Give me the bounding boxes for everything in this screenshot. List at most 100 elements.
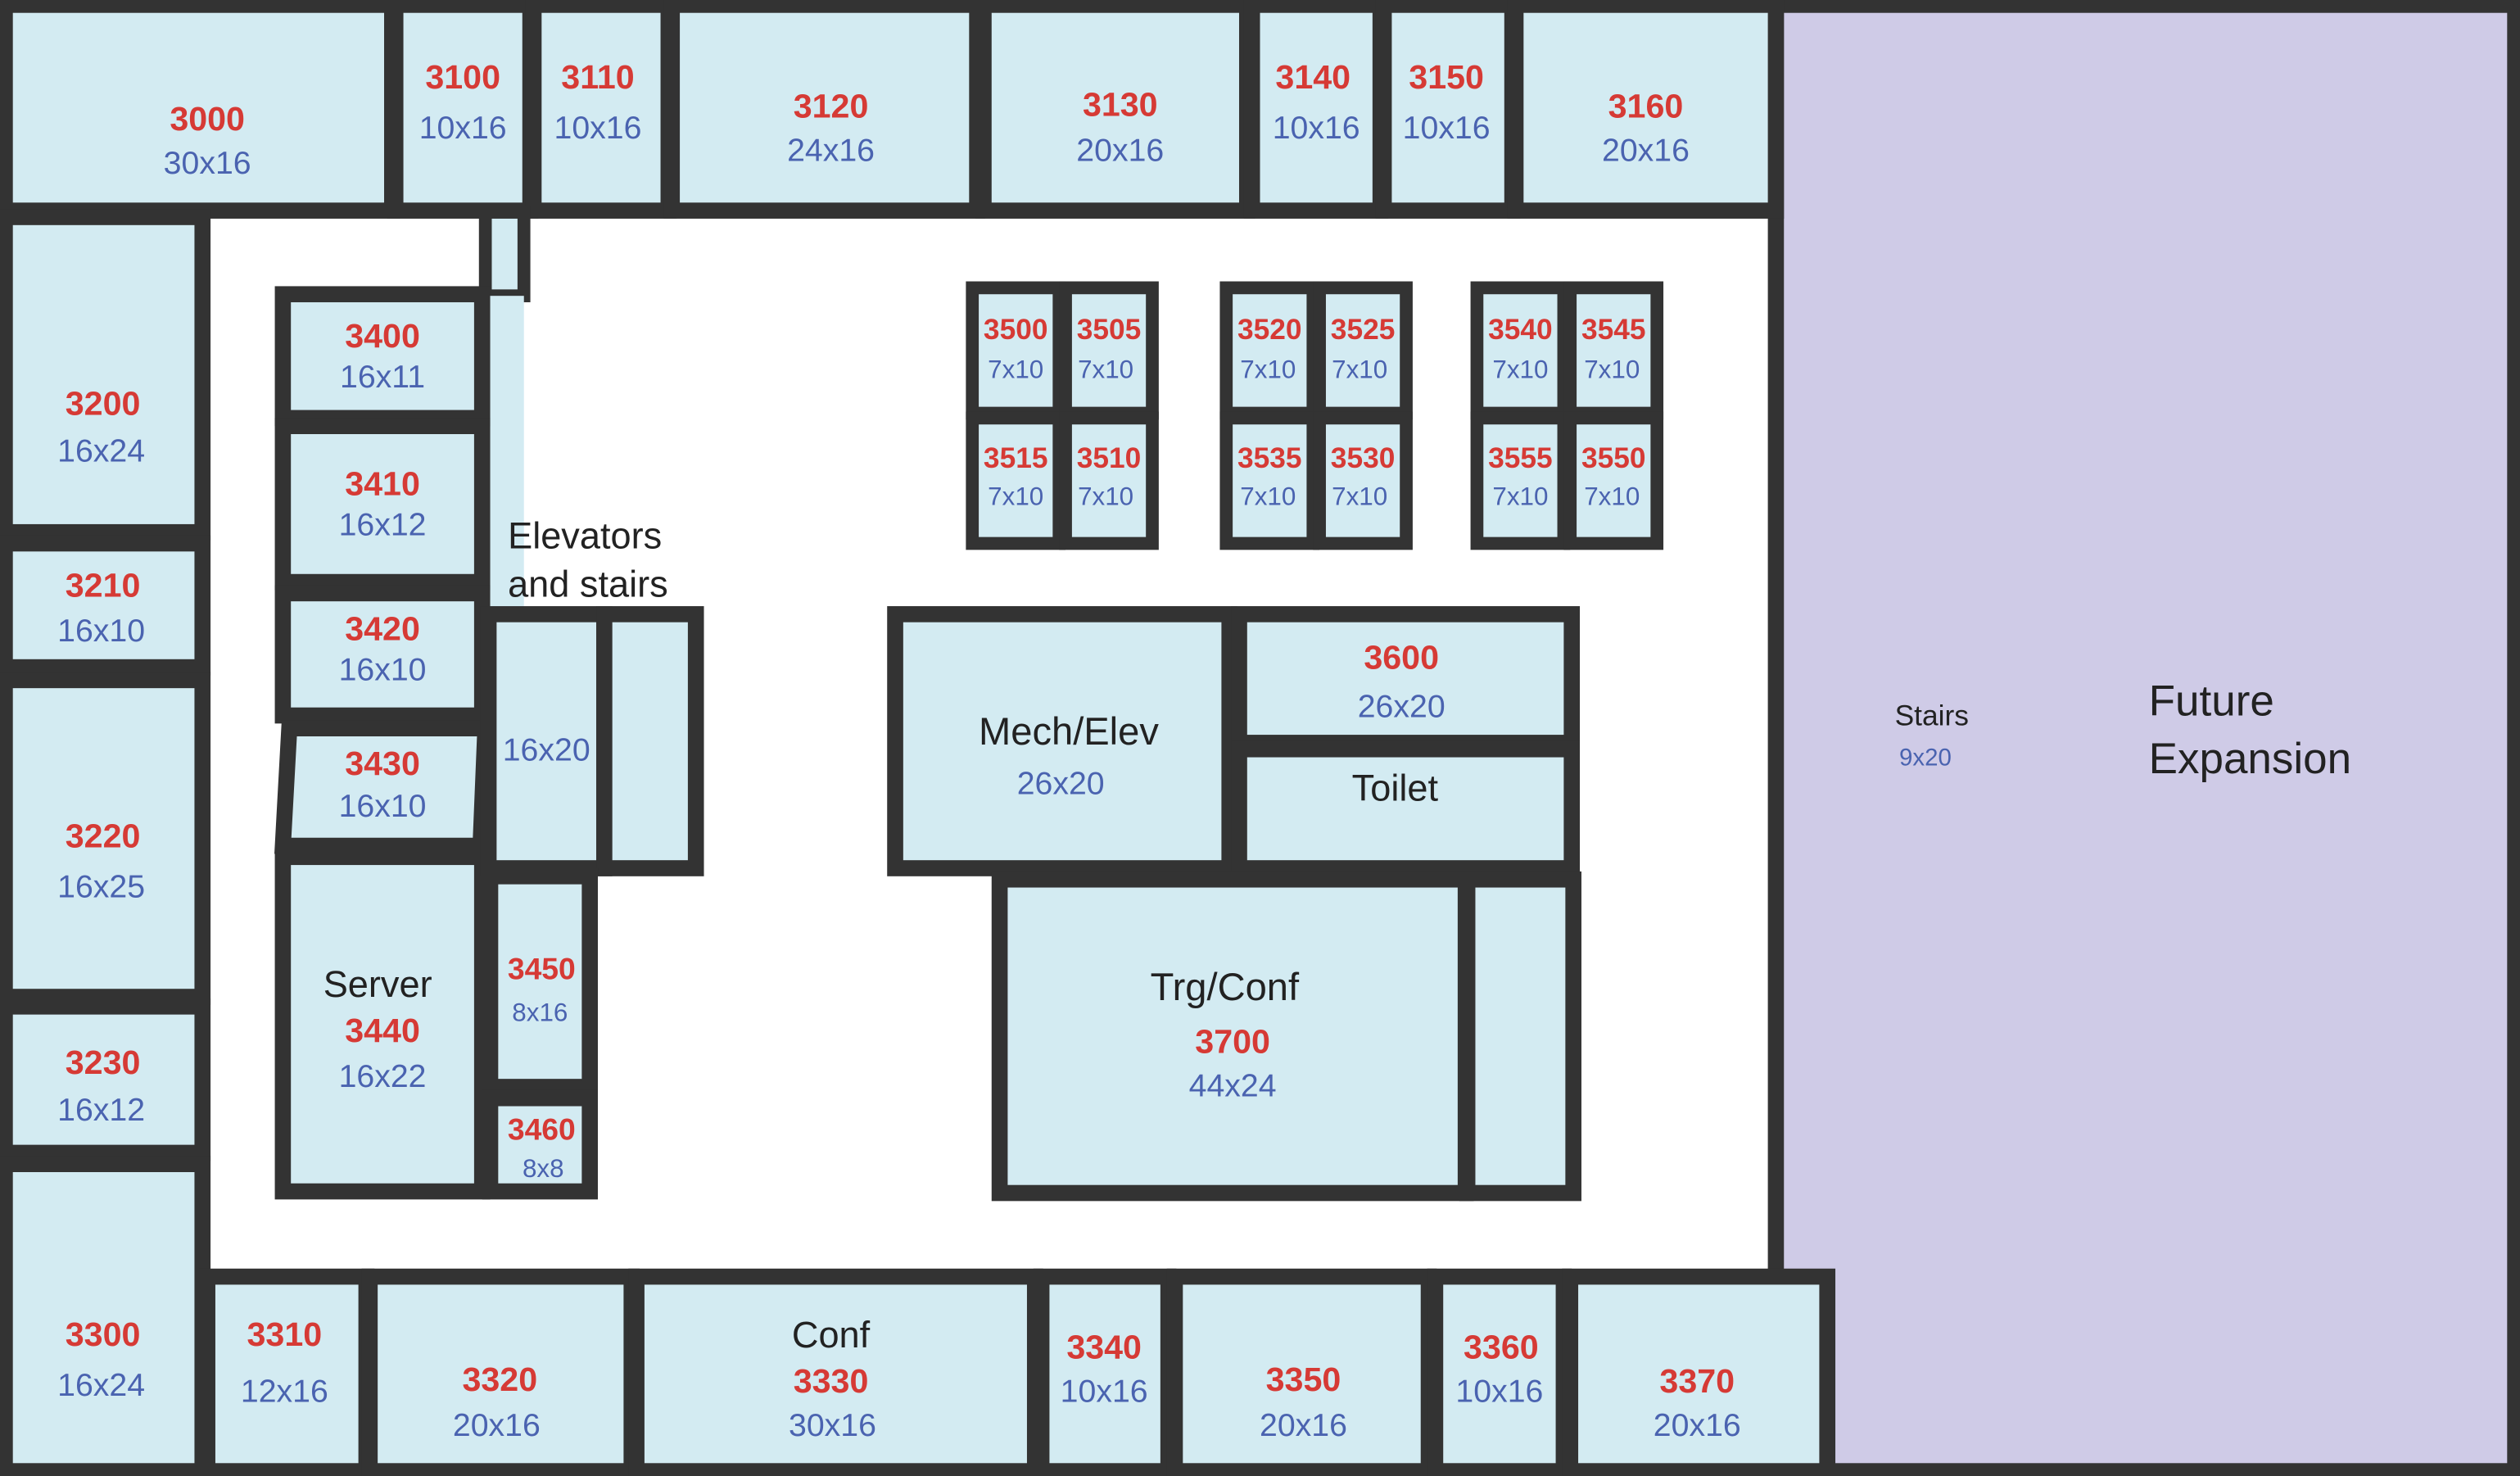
room-number: 3410 <box>345 465 420 503</box>
room-size: 7x10 <box>1240 355 1296 383</box>
room-3110[interactable]: 3110 10x16 <box>525 0 677 219</box>
room-3320[interactable]: 3320 20x16 <box>361 1268 640 1476</box>
stairs-label: Stairs <box>1895 700 1969 731</box>
room-number: 3505 <box>1077 314 1142 346</box>
room-3550[interactable]: 3550 7x10 <box>1563 411 1664 550</box>
room-size: 30x16 <box>164 145 251 181</box>
room-number: 3110 <box>561 58 634 96</box>
room-size: 16x10 <box>339 788 427 824</box>
room-3330[interactable]: Conf 3330 30x16 <box>628 1268 1043 1476</box>
elevators-label-1: Elevators <box>508 514 662 556</box>
room-3130[interactable]: 3130 20x16 <box>975 0 1255 219</box>
room-number: 3220 <box>66 817 141 854</box>
room-3420[interactable]: 3420 16x10 <box>274 585 491 724</box>
room-number: 3100 <box>425 58 500 96</box>
room-3210[interactable]: 3210 16x10 <box>0 535 211 676</box>
room-3700[interactable]: Trg/Conf 3700 44x24 <box>991 871 1474 1202</box>
toilet: Toilet <box>1231 740 1581 876</box>
room-size: 7x10 <box>988 482 1043 510</box>
room-3140[interactable]: 3140 10x16 <box>1243 0 1389 219</box>
room-3160[interactable]: 3160 20x16 <box>1507 0 1785 219</box>
room-number: 3320 <box>462 1361 537 1398</box>
room-size: 44x24 <box>1189 1068 1277 1104</box>
room-3600[interactable]: 3600 26x20 <box>1231 606 1581 751</box>
room-3545[interactable]: 3545 7x10 <box>1563 281 1664 420</box>
room-size: 12x16 <box>241 1374 328 1410</box>
room-size: 10x16 <box>419 110 507 146</box>
room-3505[interactable]: 3505 7x10 <box>1059 281 1159 420</box>
room-3400[interactable]: 3400 16x11 <box>274 286 491 427</box>
room-size: 16x10 <box>339 651 427 687</box>
elevators-and-stairs: 16x20 <box>480 606 704 876</box>
room-3520[interactable]: 3520 7x10 <box>1219 281 1320 420</box>
stairs-size: 9x20 <box>1899 744 1952 771</box>
elevator-shaft-strip <box>485 296 524 611</box>
room-size: 20x16 <box>1602 132 1690 168</box>
room-number: 3510 <box>1077 442 1142 474</box>
room-size: 16x12 <box>339 507 427 543</box>
room-3100[interactable]: 3100 10x16 <box>387 0 539 219</box>
future-expansion-area <box>1767 0 2520 1476</box>
room-3555[interactable]: 3555 7x10 <box>1470 411 1571 550</box>
room-3530[interactable]: 3530 7x10 <box>1313 411 1413 550</box>
room-3535[interactable]: 3535 7x10 <box>1219 411 1320 550</box>
room-3370[interactable]: 3370 20x16 <box>1562 1268 1836 1476</box>
elevator-shaft-top <box>478 206 531 303</box>
room-size: 7x10 <box>1078 355 1133 383</box>
room-number: 3460 <box>508 1112 576 1147</box>
room-size: 30x16 <box>789 1407 876 1443</box>
room-size: 10x16 <box>554 110 642 146</box>
room-number: 3545 <box>1581 314 1646 346</box>
room-number: 3430 <box>345 745 420 782</box>
room-3150[interactable]: 3150 10x16 <box>1375 0 1521 219</box>
room-number: 3530 <box>1331 442 1396 474</box>
future-expansion-label-1: Future <box>2149 677 2274 726</box>
room-3500[interactable]: 3500 7x10 <box>966 281 1066 420</box>
room-size: 10x16 <box>1455 1374 1543 1410</box>
room-3310[interactable]: 3310 12x16 <box>199 1268 375 1476</box>
room-3430[interactable]: 3430 16x10 <box>274 720 494 854</box>
room-3220[interactable]: 3220 16x25 <box>0 672 211 1005</box>
room-3300[interactable]: 3300 16x24 <box>0 1156 211 1476</box>
room-number: 3210 <box>66 566 141 604</box>
room-number: 3120 <box>794 87 869 125</box>
room-3350[interactable]: 3350 20x16 <box>1166 1268 1437 1476</box>
room-number: 3700 <box>1195 1023 1270 1061</box>
room-3120[interactable]: 3120 24x16 <box>663 0 985 219</box>
room-number: 3535 <box>1237 442 1302 474</box>
room-size: 7x10 <box>1332 482 1387 510</box>
room-3510[interactable]: 3510 7x10 <box>1059 411 1159 550</box>
room-size: 16x24 <box>57 432 145 469</box>
toilet-label: Toilet <box>1352 767 1439 809</box>
room-size: 16x25 <box>57 868 145 904</box>
room-number: 3540 <box>1488 314 1553 346</box>
room-size: 7x10 <box>1492 482 1548 510</box>
room-number: 3555 <box>1488 442 1553 474</box>
room-number: 3525 <box>1331 314 1396 346</box>
room-3540[interactable]: 3540 7x10 <box>1470 281 1571 420</box>
room-number: 3230 <box>66 1044 141 1081</box>
elevator-size: 16x20 <box>503 731 590 767</box>
room-3360[interactable]: 3360 10x16 <box>1427 1268 1572 1476</box>
room-3410[interactable]: 3410 16x12 <box>274 418 491 591</box>
room-3340[interactable]: 3340 10x16 <box>1033 1268 1177 1476</box>
room-3460[interactable]: 3460 8x8 <box>482 1089 599 1200</box>
room-size: 8x8 <box>523 1154 564 1183</box>
room-label: Conf <box>792 1314 871 1356</box>
room-3450[interactable]: 3450 8x16 <box>482 868 599 1095</box>
room-3515[interactable]: 3515 7x10 <box>966 411 1066 550</box>
room-3000[interactable]: 3000 30x16 <box>0 0 400 219</box>
room-3200[interactable]: 3200 16x24 <box>0 209 211 541</box>
room-number: 3300 <box>66 1315 141 1353</box>
room-number: 3350 <box>1266 1361 1341 1398</box>
room-number: 3520 <box>1237 314 1302 346</box>
room-3525[interactable]: 3525 7x10 <box>1313 281 1413 420</box>
room-3230[interactable]: 3230 16x12 <box>0 998 211 1161</box>
elevators-label-2: and stairs <box>508 563 668 604</box>
room-3440[interactable]: Server 3440 16x22 <box>274 849 491 1200</box>
room-size: 7x10 <box>1078 482 1133 510</box>
room-number: 3550 <box>1581 442 1646 474</box>
room-number: 3450 <box>508 951 576 985</box>
room-number: 3600 <box>1364 639 1439 677</box>
